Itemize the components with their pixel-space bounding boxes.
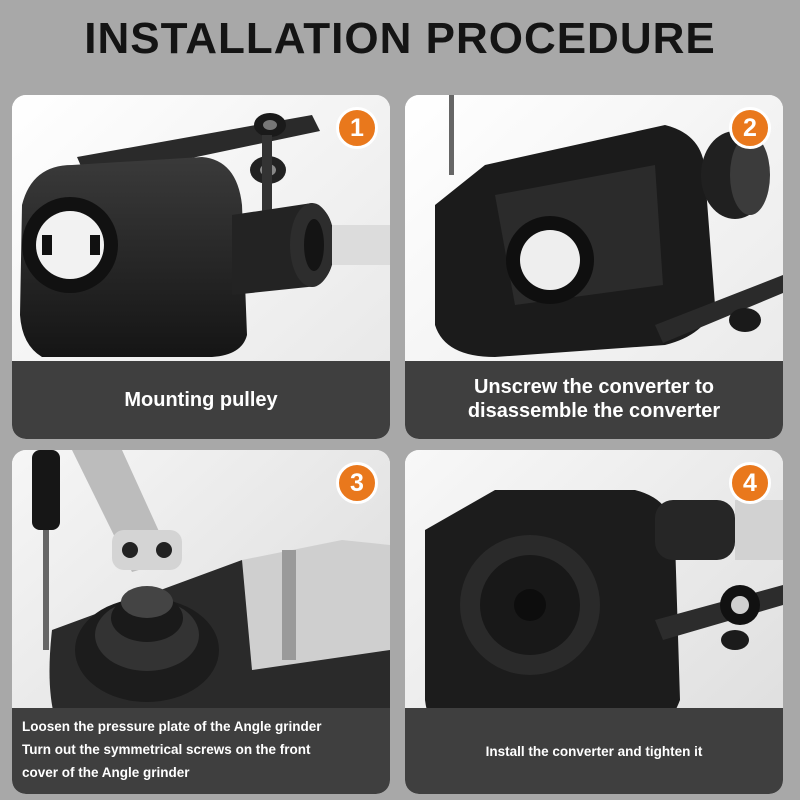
caption-line: cover of the Angle grinder [22,765,190,780]
caption-line: Unscrew the converter to [473,376,715,398]
caption-line: disassemble the converter [467,400,721,422]
step-2-caption: Unscrew the converter to disassemble the… [405,361,783,439]
step-number-badge: 3 [336,462,378,504]
step-panel-4: 4 Install the converter and tighten it [405,450,783,794]
step-1-caption: Mounting pulley [12,361,390,439]
caption-line: Turn out the symmetrical screws on the f… [22,742,311,757]
page-title: INSTALLATION PROCEDURE [84,14,716,63]
step-number-badge: 4 [729,462,771,504]
caption-line: Loosen the pressure plate of the Angle g… [22,719,322,734]
caption-line: Mounting pulley [124,389,278,411]
step-panel-3: 3 Loosen the pressure plate of the Angle… [12,450,390,794]
step-4-caption: Install the converter and tighten it [405,708,783,794]
caption-line: Install the converter and tighten it [485,744,703,759]
step-panel-2: 2 Unscrew the converter to disassemble t… [405,95,783,439]
step-panel-1: 1 Mounting pulley [12,95,390,439]
step-1-photo [12,95,390,439]
step-number-badge: 2 [729,107,771,149]
step-number-badge: 1 [336,107,378,149]
step-3-caption: Loosen the pressure plate of the Angle g… [12,708,390,794]
